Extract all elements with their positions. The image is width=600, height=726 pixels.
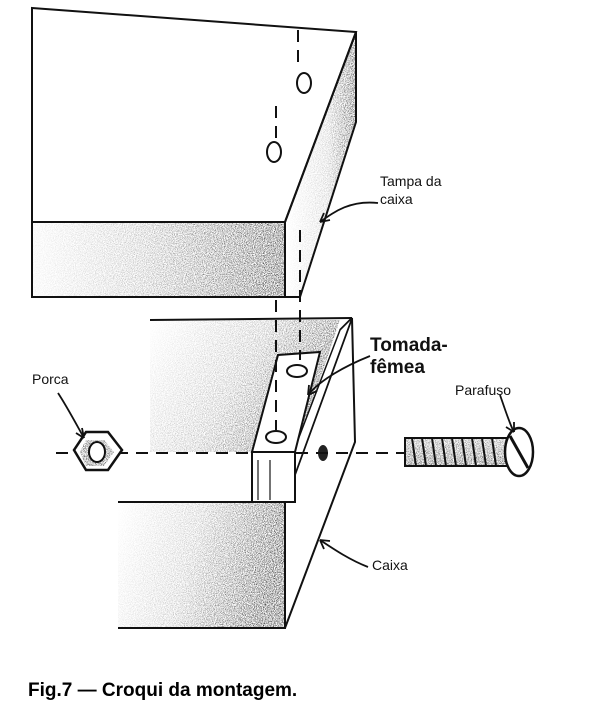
socket (250, 350, 322, 503)
nut (72, 430, 124, 472)
box-front-shade (118, 502, 285, 628)
label-tampa-line1: Tampa da (380, 173, 442, 189)
lid-hole-upper (296, 72, 312, 94)
label-tomada-line2: fêmea (370, 357, 425, 378)
socket-slot-lower (265, 430, 287, 444)
lid-front-shade (32, 222, 285, 297)
screw (404, 426, 535, 478)
socket-slot-upper (286, 364, 308, 378)
alignment-lines (56, 30, 405, 454)
lid-side-shade (285, 32, 356, 297)
label-tampa-line2: caixa (380, 191, 413, 207)
label-parafuso: Parafuso (455, 382, 512, 398)
label-caixa: Caixa (372, 557, 408, 573)
lid-hole-lower (266, 141, 282, 163)
label-tomada-line1: Tomada- (370, 335, 448, 356)
label-porca: Porca (32, 371, 69, 387)
figure-caption: Fig.7 — Croqui da montagem. (28, 680, 298, 701)
leader-arrows (57, 201, 515, 568)
lid (31, 6, 358, 298)
box (118, 317, 357, 629)
